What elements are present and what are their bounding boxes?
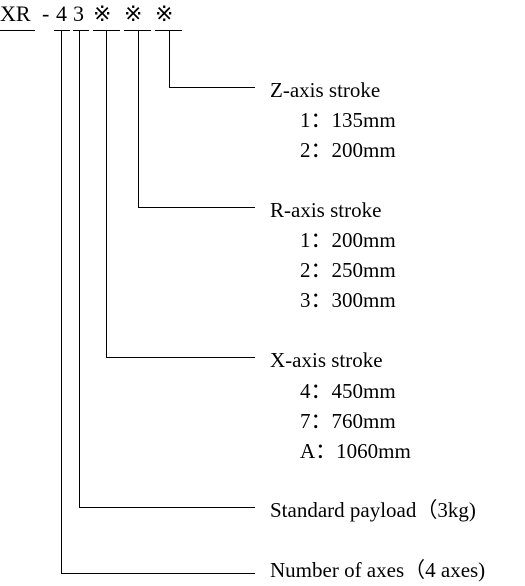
r-axis-option-3: 3：300mm bbox=[300, 288, 396, 312]
leader-payload-vertical bbox=[79, 31, 80, 508]
r-axis-option-2: 2：250mm bbox=[300, 258, 396, 282]
leader-r-vertical bbox=[138, 31, 139, 208]
underline-payload-digit bbox=[73, 30, 89, 31]
leader-x-horizontal bbox=[106, 357, 255, 358]
leader-x-vertical bbox=[106, 31, 107, 358]
leader-payload-horizontal bbox=[79, 507, 255, 508]
r-axis-option-1: 1：200mm bbox=[300, 228, 396, 252]
axes-label: Number of axes（4 axes) bbox=[270, 558, 486, 582]
z-axis-title: Z-axis stroke bbox=[270, 78, 381, 102]
z-axis-option-2: 2：200mm bbox=[300, 138, 396, 162]
x-axis-option-3: A：1060mm bbox=[300, 439, 411, 463]
code-x-placeholder: ※ bbox=[93, 1, 112, 26]
code-z-placeholder: ※ bbox=[155, 1, 174, 26]
payload-label: Standard payload（3kg) bbox=[270, 498, 476, 522]
code-r-placeholder: ※ bbox=[124, 1, 143, 26]
x-axis-option-2: 7：760mm bbox=[300, 409, 396, 433]
leader-z-vertical bbox=[169, 31, 170, 88]
code-payload-digit: 3 bbox=[73, 1, 84, 26]
underline-prefix bbox=[0, 30, 35, 31]
underline-r-placeholder bbox=[124, 30, 151, 31]
leader-z-horizontal bbox=[169, 87, 255, 88]
x-axis-title: X-axis stroke bbox=[270, 348, 383, 372]
code-axes-digit: 4 bbox=[56, 1, 67, 26]
z-axis-option-1: 1：135mm bbox=[300, 108, 396, 132]
code-dash: - bbox=[42, 1, 50, 26]
code-prefix: XR bbox=[0, 1, 31, 26]
x-axis-option-1: 4：450mm bbox=[300, 379, 396, 403]
underline-x-placeholder bbox=[93, 30, 120, 31]
leader-axes-vertical bbox=[61, 31, 62, 574]
r-axis-title: R-axis stroke bbox=[270, 198, 382, 222]
leader-axes-horizontal bbox=[61, 573, 255, 574]
leader-r-horizontal bbox=[138, 207, 255, 208]
underline-axes-digit bbox=[54, 30, 70, 31]
underline-z-placeholder bbox=[155, 30, 182, 31]
